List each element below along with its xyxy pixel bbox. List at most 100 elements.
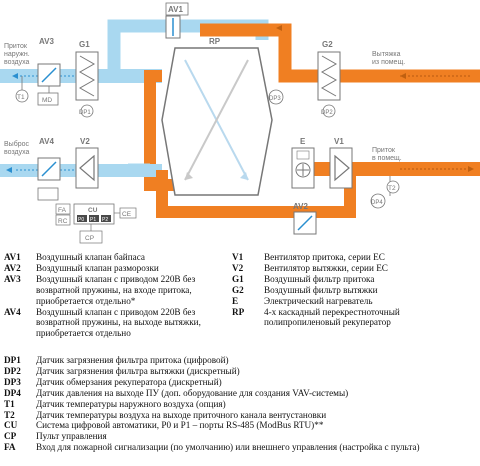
sensor-dp3 [268, 89, 284, 105]
legend-code: RP [232, 306, 245, 317]
legend-item: AV1 Воздушный клапан байпаса [4, 252, 232, 263]
legend-desc: Вентилятор вытяжки, серии ЕС [264, 262, 388, 273]
label-av2: AV2 [293, 202, 309, 211]
label-t1: T1 [17, 94, 25, 101]
arrow-intake-icon [12, 73, 18, 79]
label-md: MD [42, 97, 52, 104]
legend-desc: Вход для пожарной сигнализации (по умолч… [36, 442, 420, 453]
legend-item: AV3 Воздушный клапан с приводом 220В без … [4, 274, 232, 307]
legend-desc: Вентилятор притока, серии ЕС [264, 252, 385, 262]
legend-code: CP [4, 431, 17, 442]
legend-code: E [232, 295, 239, 306]
legend-desc: Датчик обмерзания рекуператора (дискретн… [36, 376, 222, 387]
label-dp4: DP4 [371, 200, 383, 206]
label-p1: P1 [90, 217, 96, 223]
legend-bottom: DP1 Датчик загрязнения фильтра притока (ц… [4, 355, 478, 453]
sensor-dp4 [370, 193, 386, 209]
legend-desc: Воздушный клапан с приводом 220В без воз… [36, 306, 201, 339]
legend-desc: Воздушный фильтр притока [264, 273, 375, 284]
legend-top-right: V1 Вентилятор притока, серии ЕС V2 Вентилят… [232, 252, 476, 328]
legend-code: G2 [232, 284, 244, 295]
label-dp3: DP3 [269, 96, 281, 102]
legend-item: DP2 Датчик загрязнения фильтра вытяжки (д… [4, 366, 478, 377]
legend-item: RP 4-х каскадный перекрестноточный полипр… [232, 307, 476, 329]
legend-item: CU Система цифровой автоматики, Р0 и Р1 –… [4, 420, 478, 431]
legend-code: CU [4, 420, 18, 431]
label-fa: FA [58, 207, 67, 214]
label-e: E [300, 137, 306, 146]
arrow-exhaust-out-icon [6, 167, 12, 173]
legend-code: AV1 [4, 252, 21, 262]
legend-desc: 4-х каскадный перекрестноточный полипроп… [264, 306, 400, 328]
label-p0: P0 [78, 217, 84, 223]
label-cu: CU [88, 207, 98, 214]
legend-code: T1 [4, 398, 15, 409]
legend-desc: Пульт управления [36, 431, 107, 442]
extract-duct [200, 23, 480, 83]
label-v1: V1 [334, 137, 344, 146]
legend-code: T2 [4, 409, 15, 420]
legend-code: AV4 [4, 306, 21, 317]
legend-item: V2 Вентилятор вытяжки, серии ЕС [232, 263, 476, 274]
legend-item: DP3 Датчик обмерзания рекуператора (дискр… [4, 377, 478, 388]
legend-code: DP2 [4, 365, 21, 376]
arrow-extract-icon [400, 73, 406, 79]
legend-item: DP4 Датчик давления на выходе ПУ (доп. об… [4, 388, 478, 399]
label-ce: CE [122, 211, 132, 218]
label-g2: G2 [322, 40, 333, 49]
label-av4: AV4 [39, 137, 55, 146]
legend-item: G2 Воздушный фильтр вытяжки [232, 285, 476, 296]
legend-item: T1 Датчик температуры наружного воздуха (… [4, 399, 478, 410]
legend-desc: Датчик загрязнения фильтра притока (цифр… [36, 355, 229, 365]
legend-desc: Воздушный клапан разморозки [36, 262, 159, 273]
defrost-loop-duct [156, 170, 356, 218]
legend-item: E Электрический нагреватель [232, 296, 476, 307]
label-av1: AV1 [168, 5, 184, 14]
legend-item: AV2 Воздушный клапан разморозки [4, 263, 232, 274]
legend-code: DP4 [4, 387, 21, 398]
legend-desc: Датчик давления на выходе ПУ (доп. обору… [36, 387, 349, 398]
legend-item: AV4 Воздушный клапан с приводом 220В без … [4, 307, 232, 340]
label-rc: RC [58, 218, 68, 225]
legend-item: T2 Датчик температуры воздуха на выходе п… [4, 410, 478, 421]
label-p2: P2 [102, 217, 108, 223]
legend-desc: Датчик температуры наружного воздуха (оп… [36, 398, 226, 409]
legend-desc: Электрический нагреватель [264, 295, 373, 306]
legend-code: AV3 [4, 273, 21, 284]
label-v2: V2 [80, 137, 90, 146]
legend-code: G1 [232, 273, 244, 284]
label-t2: T2 [388, 185, 396, 192]
legend-code: FA [4, 442, 16, 453]
label-rp: RP [209, 37, 221, 46]
legend-desc: Воздушный клапан байпаса [36, 252, 145, 262]
legend-item: FA Вход для пожарной сигнализации (по умо… [4, 442, 478, 453]
legend-code: V2 [232, 262, 244, 273]
legend-code: AV2 [4, 262, 21, 273]
arrow-supply-out-icon [468, 166, 474, 172]
label-g1: G1 [79, 40, 90, 49]
label-dp2: DP2 [321, 110, 333, 116]
sensor-t2 [386, 180, 400, 194]
label-av3: AV3 [39, 37, 55, 46]
legend-item: V1 Вентилятор притока, серии ЕС [232, 252, 476, 263]
legend-code: V1 [232, 252, 244, 262]
legend-desc: Воздушный клапан с приводом 220В без воз… [36, 273, 196, 306]
legend-code: DP1 [4, 355, 21, 365]
legend-desc: Датчик загрязнения фильтра вытяжки (диск… [36, 365, 240, 376]
legend-item: G1 Воздушный фильтр притока [232, 274, 476, 285]
label-dp1: DP1 [79, 110, 91, 116]
label-cp: CP [85, 235, 94, 242]
legend-code: DP3 [4, 376, 21, 387]
legend-desc: Система цифровой автоматики, Р0 и Р1 – п… [36, 420, 324, 431]
sensor-t1 [15, 89, 29, 103]
legend-item: CP Пульт управления [4, 431, 478, 442]
legend-desc: Датчик температуры воздуха на выходе при… [36, 409, 327, 420]
legend-item: DP1 Датчик загрязнения фильтра притока (ц… [4, 355, 478, 366]
legend-desc: Воздушный фильтр вытяжки [264, 284, 378, 295]
